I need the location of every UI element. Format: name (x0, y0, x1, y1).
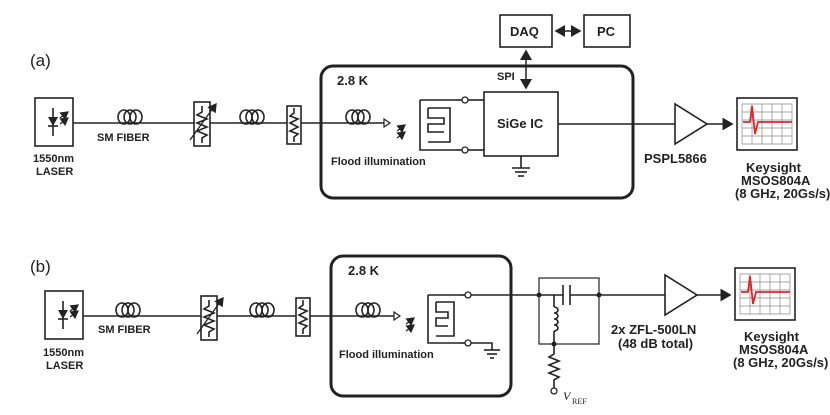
cryostat-b (329, 254, 513, 398)
panel-a-label: (a) (30, 51, 51, 70)
scope-a-label-2: MSOS804A (741, 173, 811, 188)
ground-icon-a (512, 167, 530, 177)
cryostat-a (319, 64, 635, 200)
amplifier-a (674, 102, 709, 146)
pc-box (583, 14, 631, 48)
fiber-coil-a-3 (345, 109, 371, 125)
laser-b-label-1: 1550nm (43, 347, 84, 359)
flood-a: Flood illumination (331, 156, 426, 168)
sige-ic (483, 91, 559, 157)
snspd-meander-b (427, 291, 472, 347)
bias-resistor (546, 344, 562, 395)
scope-b-label-2: MSOS804A (739, 342, 809, 357)
fiber-coil-b-1 (115, 302, 141, 318)
daq-box (499, 14, 553, 48)
temperature-a: 2.8 K (337, 73, 369, 88)
fiber-coil-a-2 (239, 109, 265, 125)
photon-arrows-a (396, 124, 406, 141)
fiber-b-label: SM FIBER (98, 324, 151, 336)
temperature-b: 2.8 K (348, 263, 380, 278)
variable-attenuator-b (196, 295, 224, 341)
fiber-coil-b-2 (249, 302, 275, 318)
photon-arrows-b (405, 317, 415, 334)
amplifier-b (664, 273, 699, 317)
vref-label: V (563, 389, 572, 403)
spi-label: SPI (497, 71, 515, 83)
daq-label: DAQ (510, 24, 539, 39)
amp-a-label: PSPL5866 (644, 151, 707, 166)
laser-a-label-2: LASER (36, 166, 73, 178)
fiber-coil-a-1 (117, 109, 143, 125)
flood-b: Flood illumination (339, 349, 434, 361)
laser-b-label-2: LASER (46, 360, 83, 372)
fiber-tip-b (393, 310, 402, 322)
oscilloscope-a (736, 97, 798, 151)
scope-a-label-3: (8 GHz, 20Gs/s) (735, 186, 830, 201)
ground-icon-b (484, 349, 500, 359)
fiber-coil-b-3 (355, 302, 381, 318)
sige-ic-label: SiGe IC (497, 116, 544, 131)
scope-b-label-3: (8 GHz, 20Gs/s) (733, 355, 828, 370)
fiber-a-label: SM FIBER (97, 132, 150, 144)
variable-attenuator-a (189, 101, 217, 147)
vref-subscript: REF (572, 397, 587, 406)
fixed-attenuator-b (295, 297, 311, 337)
ground-wire-b (471, 342, 493, 350)
fiber-tip-a (383, 117, 392, 129)
panel-b-label: (b) (30, 257, 51, 276)
amp-b-label-1: 2x ZFL-500LN (611, 322, 696, 337)
bias-tee (536, 277, 602, 347)
oscilloscope-b (734, 267, 796, 321)
scope-a-label-1: Keysight (746, 160, 802, 175)
amp-b-label-2: (48 dB total) (618, 336, 693, 351)
laser-b (44, 290, 84, 340)
laser-a-label-1: 1550nm (33, 153, 74, 165)
scope-b-label-1: Keysight (744, 329, 800, 344)
snspd-meander-a (419, 96, 469, 154)
laser-a (34, 97, 74, 147)
fixed-attenuator-a (286, 105, 302, 145)
pc-label: PC (597, 24, 616, 39)
